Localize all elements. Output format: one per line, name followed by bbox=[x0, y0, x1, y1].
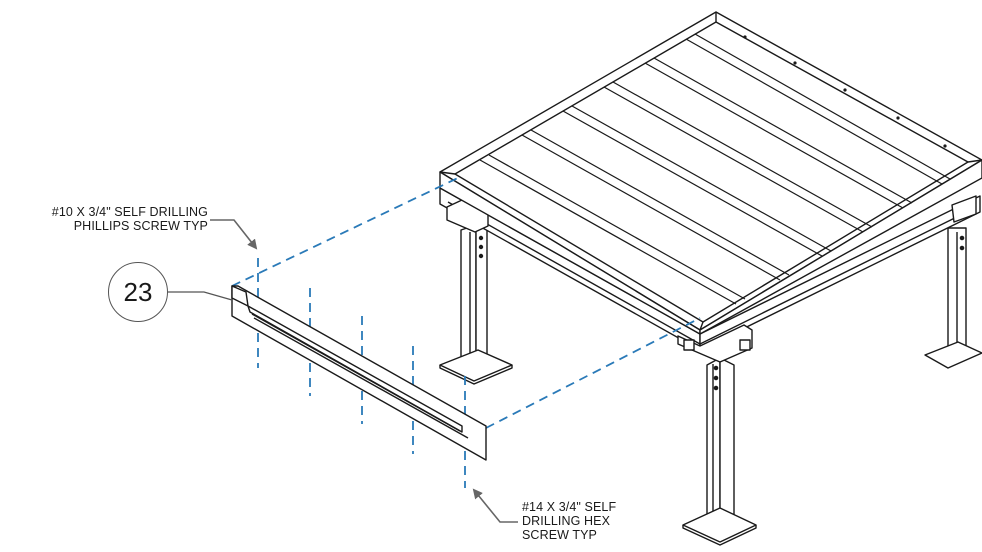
back-right-post bbox=[924, 227, 982, 369]
note-bottom-arrow bbox=[472, 488, 518, 523]
part-number: 23 bbox=[123, 276, 153, 307]
trim-part-23 bbox=[231, 285, 487, 461]
screw-note-bottom: #14 X 3/4" SELF DRILLING HEX SCREW TYP bbox=[522, 500, 682, 542]
screw-note-bottom-line1: #14 X 3/4" SELF bbox=[522, 500, 617, 514]
deck-top bbox=[439, 11, 982, 335]
callout-leader bbox=[168, 291, 233, 301]
screw-note-top-line2: PHILLIPS SCREW TYP bbox=[73, 219, 208, 233]
canopy bbox=[439, 11, 982, 546]
deck-screws bbox=[743, 35, 947, 148]
deck-seams bbox=[479, 33, 951, 305]
note-top-arrow bbox=[210, 219, 258, 250]
back-left-post bbox=[439, 224, 513, 385]
front-post bbox=[682, 357, 757, 546]
screw-note-bottom-line2: DRILLING HEX bbox=[522, 514, 611, 528]
screw-note-bottom-line3: SCREW TYP bbox=[522, 528, 597, 542]
part-callout-bubble: 23 bbox=[108, 262, 168, 322]
screw-note-top: #10 X 3/4" SELF DRILLING PHILLIPS SCREW … bbox=[20, 205, 208, 233]
screw-note-top-line1: #10 X 3/4" SELF DRILLING bbox=[51, 205, 208, 219]
